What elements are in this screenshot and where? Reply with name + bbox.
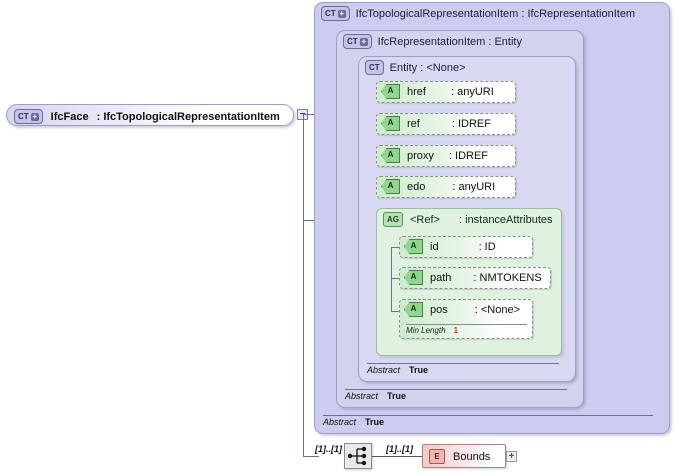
- connector-root-right: [308, 114, 314, 115]
- attribute-row: A id : ID: [404, 239, 496, 254]
- root-node-ifcface[interactable]: CT+ IfcFace : IfcTopologicalRepresentati…: [6, 104, 294, 126]
- attribute-type: : IDREF: [451, 117, 491, 130]
- attribute-group-type: : instanceAttributes: [458, 213, 553, 226]
- plus-icon: +: [30, 111, 39, 121]
- container-inner-title: Entity : <None>: [389, 61, 466, 74]
- attribute-name: edo: [407, 180, 426, 193]
- attribute-name: pos: [430, 303, 448, 316]
- plus-icon: +: [359, 36, 368, 46]
- attribute-type: : NMTOKENS: [473, 271, 542, 284]
- attribute-proxy[interactable]: A proxy : IDREF: [376, 145, 516, 167]
- attribute-path[interactable]: A path : NMTOKENS: [399, 267, 551, 289]
- facet-value: 1: [453, 326, 459, 335]
- badge-text: CT: [325, 8, 336, 18]
- abstract-value: True: [365, 417, 385, 427]
- attribute-badge-icon: A: [381, 116, 400, 131]
- attribute-row: A ref : IDREF: [381, 116, 491, 131]
- facet-min-length: Min Length 1: [406, 324, 527, 335]
- complextype-badge-icon: CT+: [321, 6, 350, 21]
- attribute-href[interactable]: A href : anyURI: [376, 81, 516, 103]
- container-outer-title: IfcTopologicalRepresentationItem : IfcRe…: [355, 7, 636, 20]
- complextype-badge-icon: CT+: [14, 109, 43, 124]
- attribute-badge-icon: A: [381, 148, 400, 163]
- attribute-badge-icon: A: [404, 270, 423, 285]
- connector-ag-path: [391, 278, 399, 279]
- abstract-row-outer: Abstract True: [323, 415, 653, 427]
- plus-icon: +: [337, 8, 346, 18]
- attribute-type: : anyURI: [452, 180, 496, 193]
- attribute-badge-icon: A: [404, 302, 423, 317]
- element-expand-expander[interactable]: +: [506, 451, 517, 462]
- element-badge-icon: E: [429, 449, 445, 464]
- abstract-row-inner: Abstract True: [367, 363, 559, 375]
- abstract-label: Abstract: [323, 417, 357, 427]
- element-bounds[interactable]: E Bounds: [422, 444, 506, 468]
- attribute-badge-icon: A: [381, 84, 400, 99]
- container-outer-header: CT+ IfcTopologicalRepresentationItem : I…: [321, 6, 635, 21]
- attribute-badge-icon: A: [404, 239, 423, 254]
- badge-text: CT: [347, 36, 358, 46]
- badge-text: CT: [369, 62, 380, 72]
- attribute-pos[interactable]: A pos : <None> Min Length 1: [399, 299, 533, 339]
- connector-ag-pos: [391, 311, 399, 312]
- abstract-label: Abstract: [367, 365, 401, 375]
- cardinality-left: [1]..[1]: [315, 444, 342, 454]
- cardinality-right: [1]..[1]: [386, 444, 413, 454]
- attribute-type: : ID: [478, 240, 496, 253]
- attribute-type: : anyURI: [450, 85, 494, 98]
- root-node-row: CT+ IfcFace : IfcTopologicalRepresentati…: [14, 109, 280, 124]
- abstract-value: True: [387, 391, 407, 401]
- attribute-row: A pos : <None>: [404, 302, 520, 317]
- attribute-name: href: [407, 85, 426, 98]
- connector-trunk-lower: [303, 220, 304, 456]
- attribute-name: id: [430, 240, 439, 253]
- container-middle-title: IfcRepresentationItem : Entity: [377, 35, 522, 48]
- attribute-id[interactable]: A id : ID: [399, 236, 533, 258]
- attribute-row: A edo : anyURI: [381, 179, 495, 194]
- attribute-badge-icon: A: [381, 179, 400, 194]
- connector-to-compositor-left: [303, 456, 319, 457]
- connector-ag-id: [391, 247, 399, 248]
- attribute-group-header: AG <Ref> : instanceAttributes: [383, 212, 553, 227]
- complextype-badge-icon: CT: [365, 60, 384, 75]
- attribute-row: A path : NMTOKENS: [404, 270, 542, 285]
- container-middle-header: CT+ IfcRepresentationItem : Entity: [343, 34, 522, 49]
- abstract-row-middle: Abstract True: [345, 389, 567, 401]
- complextype-badge-icon: CT+: [343, 34, 372, 49]
- facet-label: Min Length: [406, 326, 446, 335]
- badge-text: CT: [18, 111, 29, 121]
- element-row: E Bounds: [429, 449, 490, 464]
- attribute-group-name: <Ref>: [410, 213, 440, 226]
- attribute-type: : <None>: [474, 303, 521, 316]
- root-node-type: : IfcTopologicalRepresentationItem: [96, 110, 280, 123]
- connector-trunk-vertical: [303, 114, 304, 220]
- abstract-value: True: [409, 365, 429, 375]
- connector-trunk-top: [303, 114, 309, 115]
- attribute-ref[interactable]: A ref : IDREF: [376, 113, 516, 135]
- root-node-name: IfcFace: [50, 110, 89, 123]
- attributegroup-badge-icon: AG: [383, 212, 403, 227]
- attribute-name: path: [430, 271, 452, 284]
- abstract-label: Abstract: [345, 391, 379, 401]
- container-inner-header: CT Entity : <None>: [365, 60, 466, 75]
- sequence-compositor-icon[interactable]: [344, 443, 372, 469]
- attribute-edo[interactable]: A edo : anyURI: [376, 176, 516, 198]
- attribute-name: proxy: [407, 149, 434, 162]
- connector-ag-spine: [391, 247, 392, 311]
- attribute-type: : IDREF: [448, 149, 489, 162]
- attribute-row: A proxy : IDREF: [381, 148, 488, 163]
- attribute-row: A href : anyURI: [381, 84, 494, 99]
- element-name: Bounds: [453, 450, 491, 463]
- connector-compositor-to-element: [372, 456, 422, 457]
- attribute-name: ref: [407, 117, 420, 130]
